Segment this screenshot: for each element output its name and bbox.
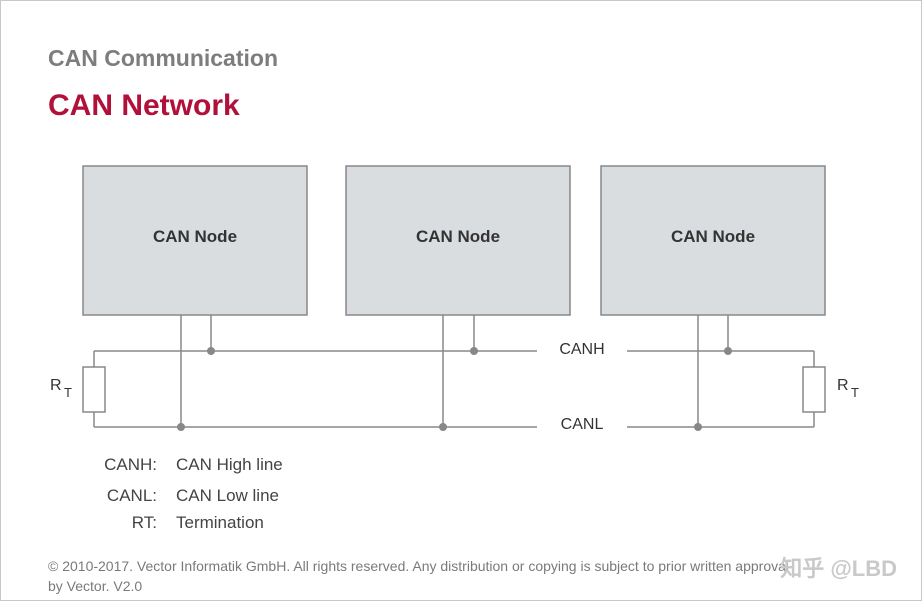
canh-label: CANH <box>559 341 604 358</box>
copyright-notice: © 2010-2017. Vector Informatik GmbH. All… <box>48 556 888 596</box>
rt-left-label-sub: T <box>64 385 72 400</box>
rt-right-label-main: R <box>837 377 849 394</box>
legend-value-canh: CAN High line <box>176 455 283 474</box>
can-node-3: CAN Node <box>600 165 826 316</box>
section-title: CAN Communication <box>48 45 278 71</box>
legend-value-rt: Termination <box>176 513 264 532</box>
legend-value-canl: CAN Low line <box>176 486 279 505</box>
watermark: 知乎 @LBD <box>780 556 897 581</box>
can-node-1-label: CAN Node <box>153 227 237 246</box>
canl-label: CANL <box>561 416 604 433</box>
can-node-2: CAN Node <box>345 165 571 316</box>
can-node-2-label: CAN Node <box>416 227 500 246</box>
rt-left-label-main: R <box>50 377 62 394</box>
node-connections <box>180 315 729 427</box>
copyright-line-1: © 2010-2017. Vector Informatik GmbH. All… <box>48 558 789 574</box>
can-node-1: CAN Node <box>82 165 308 316</box>
termination-resistor-left <box>82 351 106 427</box>
termination-resistor-right <box>802 351 826 427</box>
page-title: CAN Network <box>48 89 240 122</box>
junction-dots <box>177 347 732 431</box>
copyright-line-2: by Vector. V2.0 <box>48 578 143 594</box>
rt-right-label-sub: T <box>851 385 859 400</box>
can-node-3-label: CAN Node <box>671 227 755 246</box>
